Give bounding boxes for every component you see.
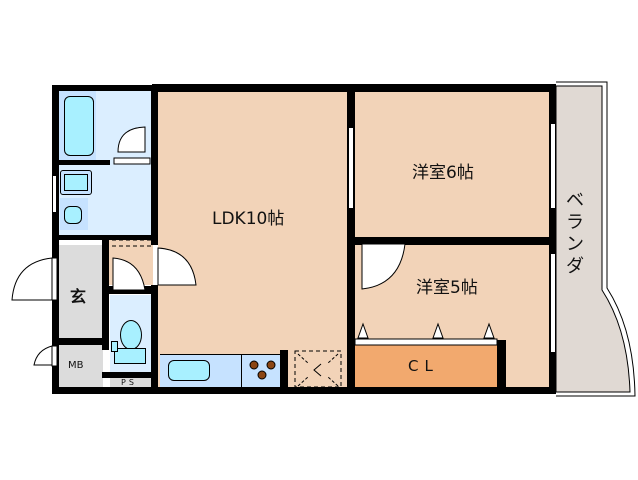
room-label-ldk: LDK10帖 [212,209,285,229]
bathtub-icon [64,96,94,156]
toilet-tank-icon [114,348,146,364]
window [348,128,354,208]
washer-area [60,198,88,230]
room-label-meter-box: MB [68,360,84,371]
balcony-outline [555,81,636,397]
wall [151,285,158,393]
counter-divider [241,354,242,388]
wall [102,372,157,378]
ldk-floor [158,92,348,388]
wall [102,240,109,350]
room-label-balcony: ベランダ [566,190,584,277]
window [550,254,556,352]
wall [497,340,506,390]
wall [151,85,158,245]
wall [52,387,556,394]
wall [52,235,157,240]
pipe-space-floor [110,378,152,388]
meter-box-floor [58,345,103,387]
stove-burners-icon [249,360,276,380]
window [52,176,57,212]
toilet-controls-icon [111,341,118,352]
room-label-closet: CL [408,357,439,375]
wall [52,338,109,345]
wall [52,85,158,91]
room-label-western6: 洋室6帖 [412,163,474,183]
window [550,124,556,208]
closet-floor [355,345,500,388]
wall [347,237,556,245]
wall [52,160,110,165]
sink-icon [168,360,210,381]
washbasin-icon [60,170,92,195]
entrance-floor [58,245,103,340]
room-label-western5: 洋室5帖 [416,278,478,298]
western6-floor [355,92,550,238]
room-label-pipe-space: PS [121,378,137,387]
room-label-entrance: 玄 [70,287,87,306]
wall [280,350,288,390]
